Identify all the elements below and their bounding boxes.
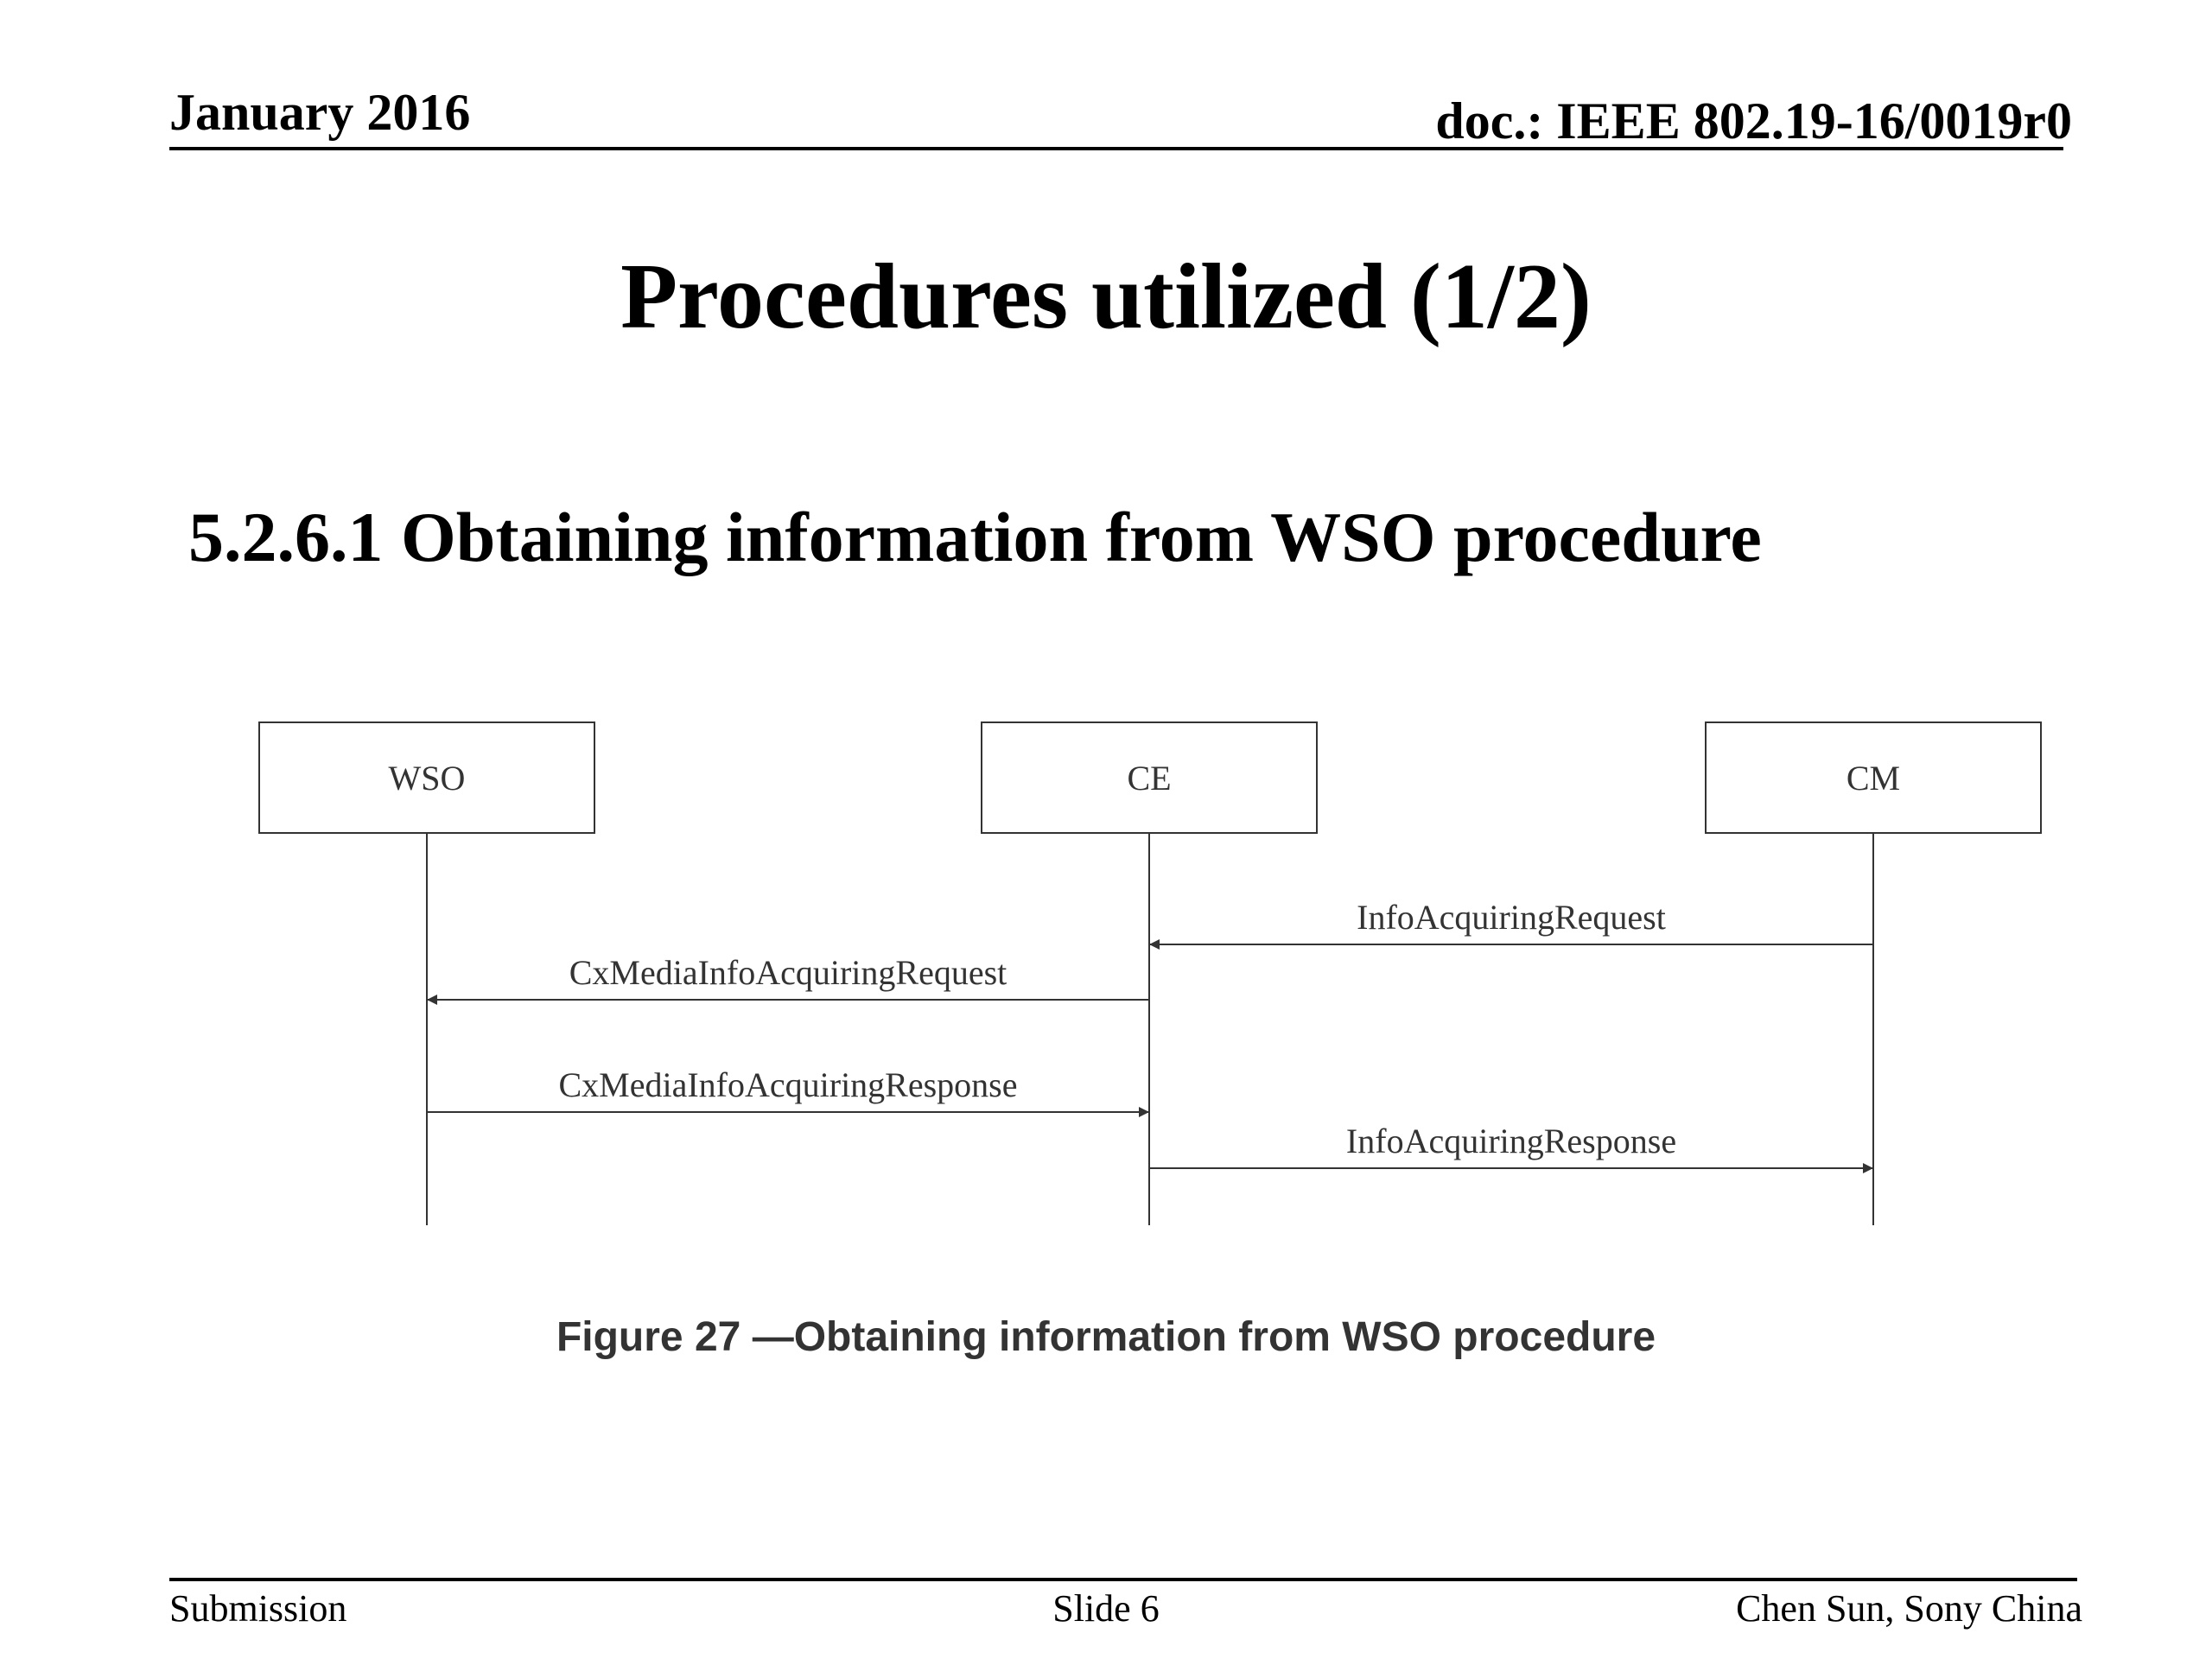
message-label: CxMediaInfoAcquiringRequest bbox=[569, 953, 1007, 992]
entity-box-wso bbox=[258, 721, 595, 834]
entity-label-wso: WSO bbox=[389, 759, 466, 798]
footer-author: Chen Sun, Sony China bbox=[1736, 1587, 2082, 1630]
entity-label-cm: CM bbox=[1847, 759, 1900, 798]
message-0: InfoAcquiringRequest bbox=[1149, 898, 1873, 950]
entity-cm: CM bbox=[1705, 721, 2042, 1225]
footer-divider bbox=[169, 1578, 2077, 1581]
section-heading: 5.2.6.1 Obtaining information from WSO p… bbox=[188, 498, 1762, 576]
message-1: CxMediaInfoAcquiringRequest bbox=[427, 953, 1149, 1005]
header-date: January 2016 bbox=[169, 84, 471, 141]
message-label: InfoAcquiringResponse bbox=[1346, 1122, 1676, 1160]
message-label: CxMediaInfoAcquiringResponse bbox=[558, 1065, 1017, 1104]
entity-wso: WSO bbox=[258, 721, 595, 1225]
entity-box-cm bbox=[1705, 721, 2042, 834]
messages: InfoAcquiringRequestCxMediaInfoAcquiring… bbox=[427, 898, 1873, 1173]
entity-label-ce: CE bbox=[1127, 759, 1171, 798]
message-2: CxMediaInfoAcquiringResponse bbox=[427, 1065, 1149, 1117]
header-doc-id: doc.: IEEE 802.19-16/0019r0 bbox=[1435, 92, 2072, 149]
entity-ce: CE bbox=[981, 721, 1318, 1225]
header-divider bbox=[169, 147, 2063, 150]
message-label: InfoAcquiringRequest bbox=[1357, 898, 1666, 937]
slide-title: Procedures utilized (1/2) bbox=[620, 245, 1592, 348]
figure-caption: Figure 27 —Obtaining information from WS… bbox=[556, 1314, 1656, 1360]
footer-slide-number: Slide 6 bbox=[1052, 1587, 1160, 1630]
message-3: InfoAcquiringResponse bbox=[1149, 1122, 1873, 1173]
entities: WSO CE CM bbox=[258, 721, 2042, 1225]
footer-left: Submission bbox=[169, 1587, 347, 1630]
